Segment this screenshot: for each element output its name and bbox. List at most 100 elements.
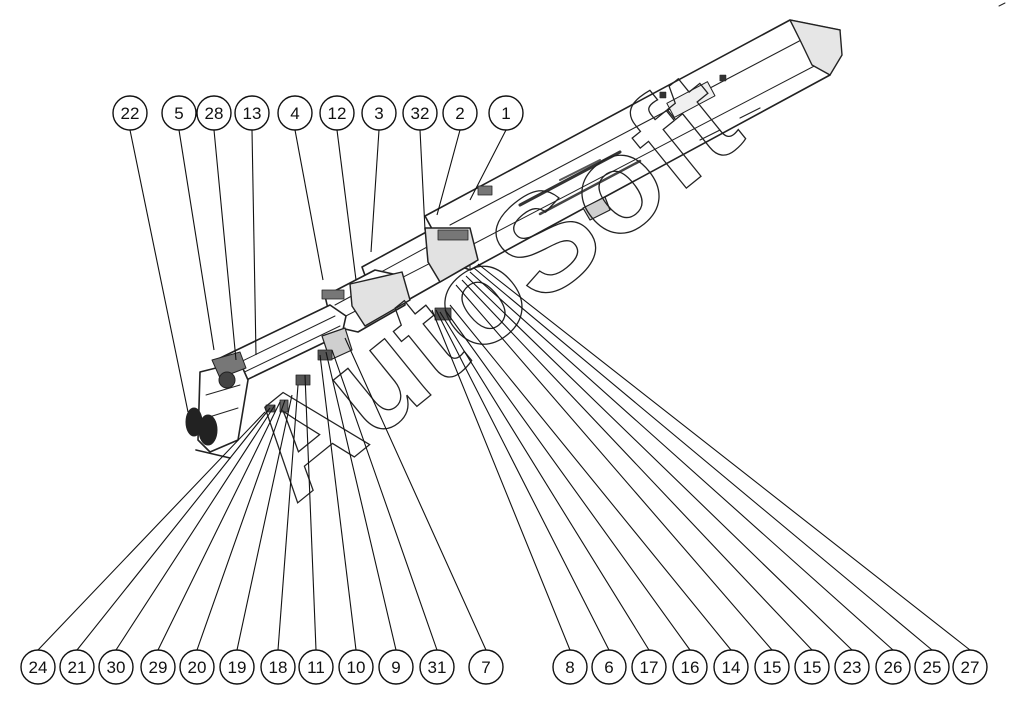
- leader-line: [435, 309, 610, 651]
- leader-line: [439, 311, 650, 651]
- callout-number: 22: [121, 104, 140, 123]
- callout-number: 4: [290, 104, 299, 123]
- callout-number: 13: [243, 104, 262, 123]
- callout-circle: [338, 649, 374, 685]
- callout-number: 11: [307, 658, 325, 677]
- leader-line: [277, 384, 299, 651]
- leader-line: [115, 404, 276, 651]
- callout-circle: [298, 649, 334, 685]
- callout-circle: [754, 649, 790, 685]
- callout-balloon: 20: [179, 649, 215, 685]
- callout-number: 20: [188, 658, 207, 677]
- leader-line: [325, 351, 397, 651]
- callout-balloon: 7: [468, 649, 504, 685]
- callout-circle: [834, 649, 870, 685]
- callout-circle: [488, 95, 524, 131]
- callout-number: 23: [843, 658, 862, 677]
- callout-circle: [672, 649, 708, 685]
- callout-circle: [591, 649, 627, 685]
- leader-line: [236, 394, 293, 651]
- callout-number: 12: [328, 104, 347, 123]
- boom-head-assembly: [185, 351, 249, 459]
- callout-number: 16: [681, 658, 700, 677]
- callout-number: 6: [604, 658, 613, 677]
- callout-balloon: 8: [552, 649, 588, 685]
- leader-lines: [37, 129, 971, 651]
- callout-number: 26: [884, 658, 903, 677]
- callout-circle: [631, 649, 667, 685]
- leader-line: [319, 354, 357, 651]
- callout-balloon: 25: [914, 649, 950, 685]
- callout-balloon: 1: [488, 95, 524, 131]
- callout-balloon: 17: [631, 649, 667, 685]
- leader-line: [455, 284, 773, 651]
- callout-number: 1: [501, 104, 510, 123]
- leader-line: [436, 129, 461, 216]
- callout-balloon: 29: [140, 649, 176, 685]
- leader-line: [336, 129, 357, 281]
- callout-balloon: 15: [754, 649, 790, 685]
- callout-circle: [112, 95, 148, 131]
- callout-circle: [277, 95, 313, 131]
- callout-balloon: 12: [319, 95, 355, 131]
- callout-balloon: 3: [361, 95, 397, 131]
- callout-balloon: 5: [161, 95, 197, 131]
- leader-line: [304, 374, 317, 651]
- callout-balloon: 9: [378, 649, 414, 685]
- callout-number: 5: [174, 104, 183, 123]
- callout-number: 24: [29, 658, 48, 677]
- callout-balloon: 2: [442, 95, 478, 131]
- callout-balloon: 19: [219, 649, 255, 685]
- callout-number: 9: [391, 658, 400, 677]
- callout-balloon: 30: [98, 649, 134, 685]
- leader-line: [157, 401, 281, 651]
- leader-line: [178, 129, 215, 351]
- callout-number: 15: [803, 658, 822, 677]
- callout-number: 10: [347, 658, 366, 677]
- callout-circle: [361, 95, 397, 131]
- leader-line: [213, 129, 237, 361]
- leader-line: [469, 129, 507, 201]
- callout-circle: [234, 95, 270, 131]
- leader-line: [37, 411, 266, 651]
- callout-number: 21: [68, 658, 87, 677]
- callout-balloon: 18: [260, 649, 296, 685]
- callout-balloon: 28: [196, 95, 232, 131]
- callout-balloon: 10: [338, 649, 374, 685]
- callout-circle: [914, 649, 950, 685]
- callout-circle: [20, 649, 56, 685]
- leader-line: [370, 129, 380, 253]
- callout-balloon: 26: [875, 649, 911, 685]
- callout-circle: [196, 95, 232, 131]
- callout-circle: [140, 649, 176, 685]
- callout-balloon: 16: [672, 649, 708, 685]
- callout-balloon: 32: [402, 95, 438, 131]
- callout-balloon: 11: [298, 649, 334, 685]
- callout-balloon: 22: [112, 95, 148, 131]
- leader-line: [431, 309, 571, 651]
- leader-line: [469, 271, 894, 651]
- leader-line: [344, 337, 487, 651]
- callout-circle: [179, 649, 215, 685]
- leader-line: [331, 349, 438, 651]
- callout-number: 18: [269, 658, 288, 677]
- leader-line: [76, 407, 271, 651]
- leader-line: [419, 129, 426, 231]
- callout-number: 30: [107, 658, 126, 677]
- callout-balloon: 15: [794, 649, 830, 685]
- callout-balloon: 4: [277, 95, 313, 131]
- callout-circle: [875, 649, 911, 685]
- callout-circle: [552, 649, 588, 685]
- callout-number: 19: [228, 658, 247, 677]
- callout-number: 17: [640, 658, 659, 677]
- callout-circle: [319, 95, 355, 131]
- callout-balloon: 6: [591, 649, 627, 685]
- callout-number: 8: [565, 658, 574, 677]
- callout-balloon: 23: [834, 649, 870, 685]
- callout-circle: [952, 649, 988, 685]
- callout-balloon: 21: [59, 649, 95, 685]
- callout-circle: [219, 649, 255, 685]
- callout-circle: [468, 649, 504, 685]
